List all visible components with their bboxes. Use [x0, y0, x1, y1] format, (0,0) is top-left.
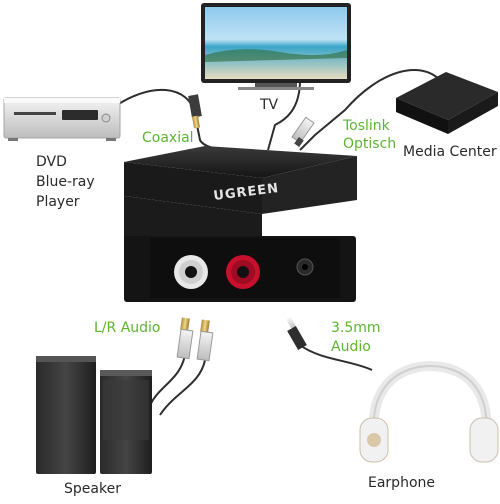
lr-audio-label: L/R Audio	[94, 320, 161, 336]
speaker-icon	[36, 356, 152, 474]
rca-red-port-icon	[226, 255, 260, 289]
media-center-icon	[396, 72, 498, 134]
mm35-plug-icon	[286, 317, 307, 351]
speaker-label: Speaker	[64, 481, 121, 497]
dvd-label: DVD	[36, 154, 67, 170]
coaxial-label: Coaxial	[142, 130, 194, 146]
optisch-label: Optisch	[343, 136, 397, 152]
tv-icon	[201, 3, 351, 90]
audio-label: Audio	[331, 339, 371, 355]
coaxial-plug-icon	[188, 94, 202, 129]
toslink-plug-icon	[291, 116, 315, 147]
lr-rca-plugs-icon	[176, 317, 214, 362]
earphone-cable	[299, 344, 373, 371]
rca-white-port-icon	[174, 255, 208, 289]
media-center-label: Media Center	[403, 144, 497, 160]
toslink-cable	[299, 69, 441, 151]
earphone-label: Earphone	[368, 475, 435, 491]
tv-label: TV	[260, 97, 279, 113]
lr-audio-cable-1	[149, 354, 186, 406]
headphone-jack-port-icon	[296, 258, 314, 276]
dvd-player-icon	[3, 97, 121, 141]
player-label: Player	[36, 194, 80, 210]
bluray-label: Blue-ray	[36, 174, 95, 190]
lr-audio-cable-2	[159, 359, 206, 416]
toslink-label: Toslink	[343, 118, 390, 134]
earphone-icon	[359, 360, 499, 463]
mm35-label: 3.5mm	[331, 320, 381, 336]
